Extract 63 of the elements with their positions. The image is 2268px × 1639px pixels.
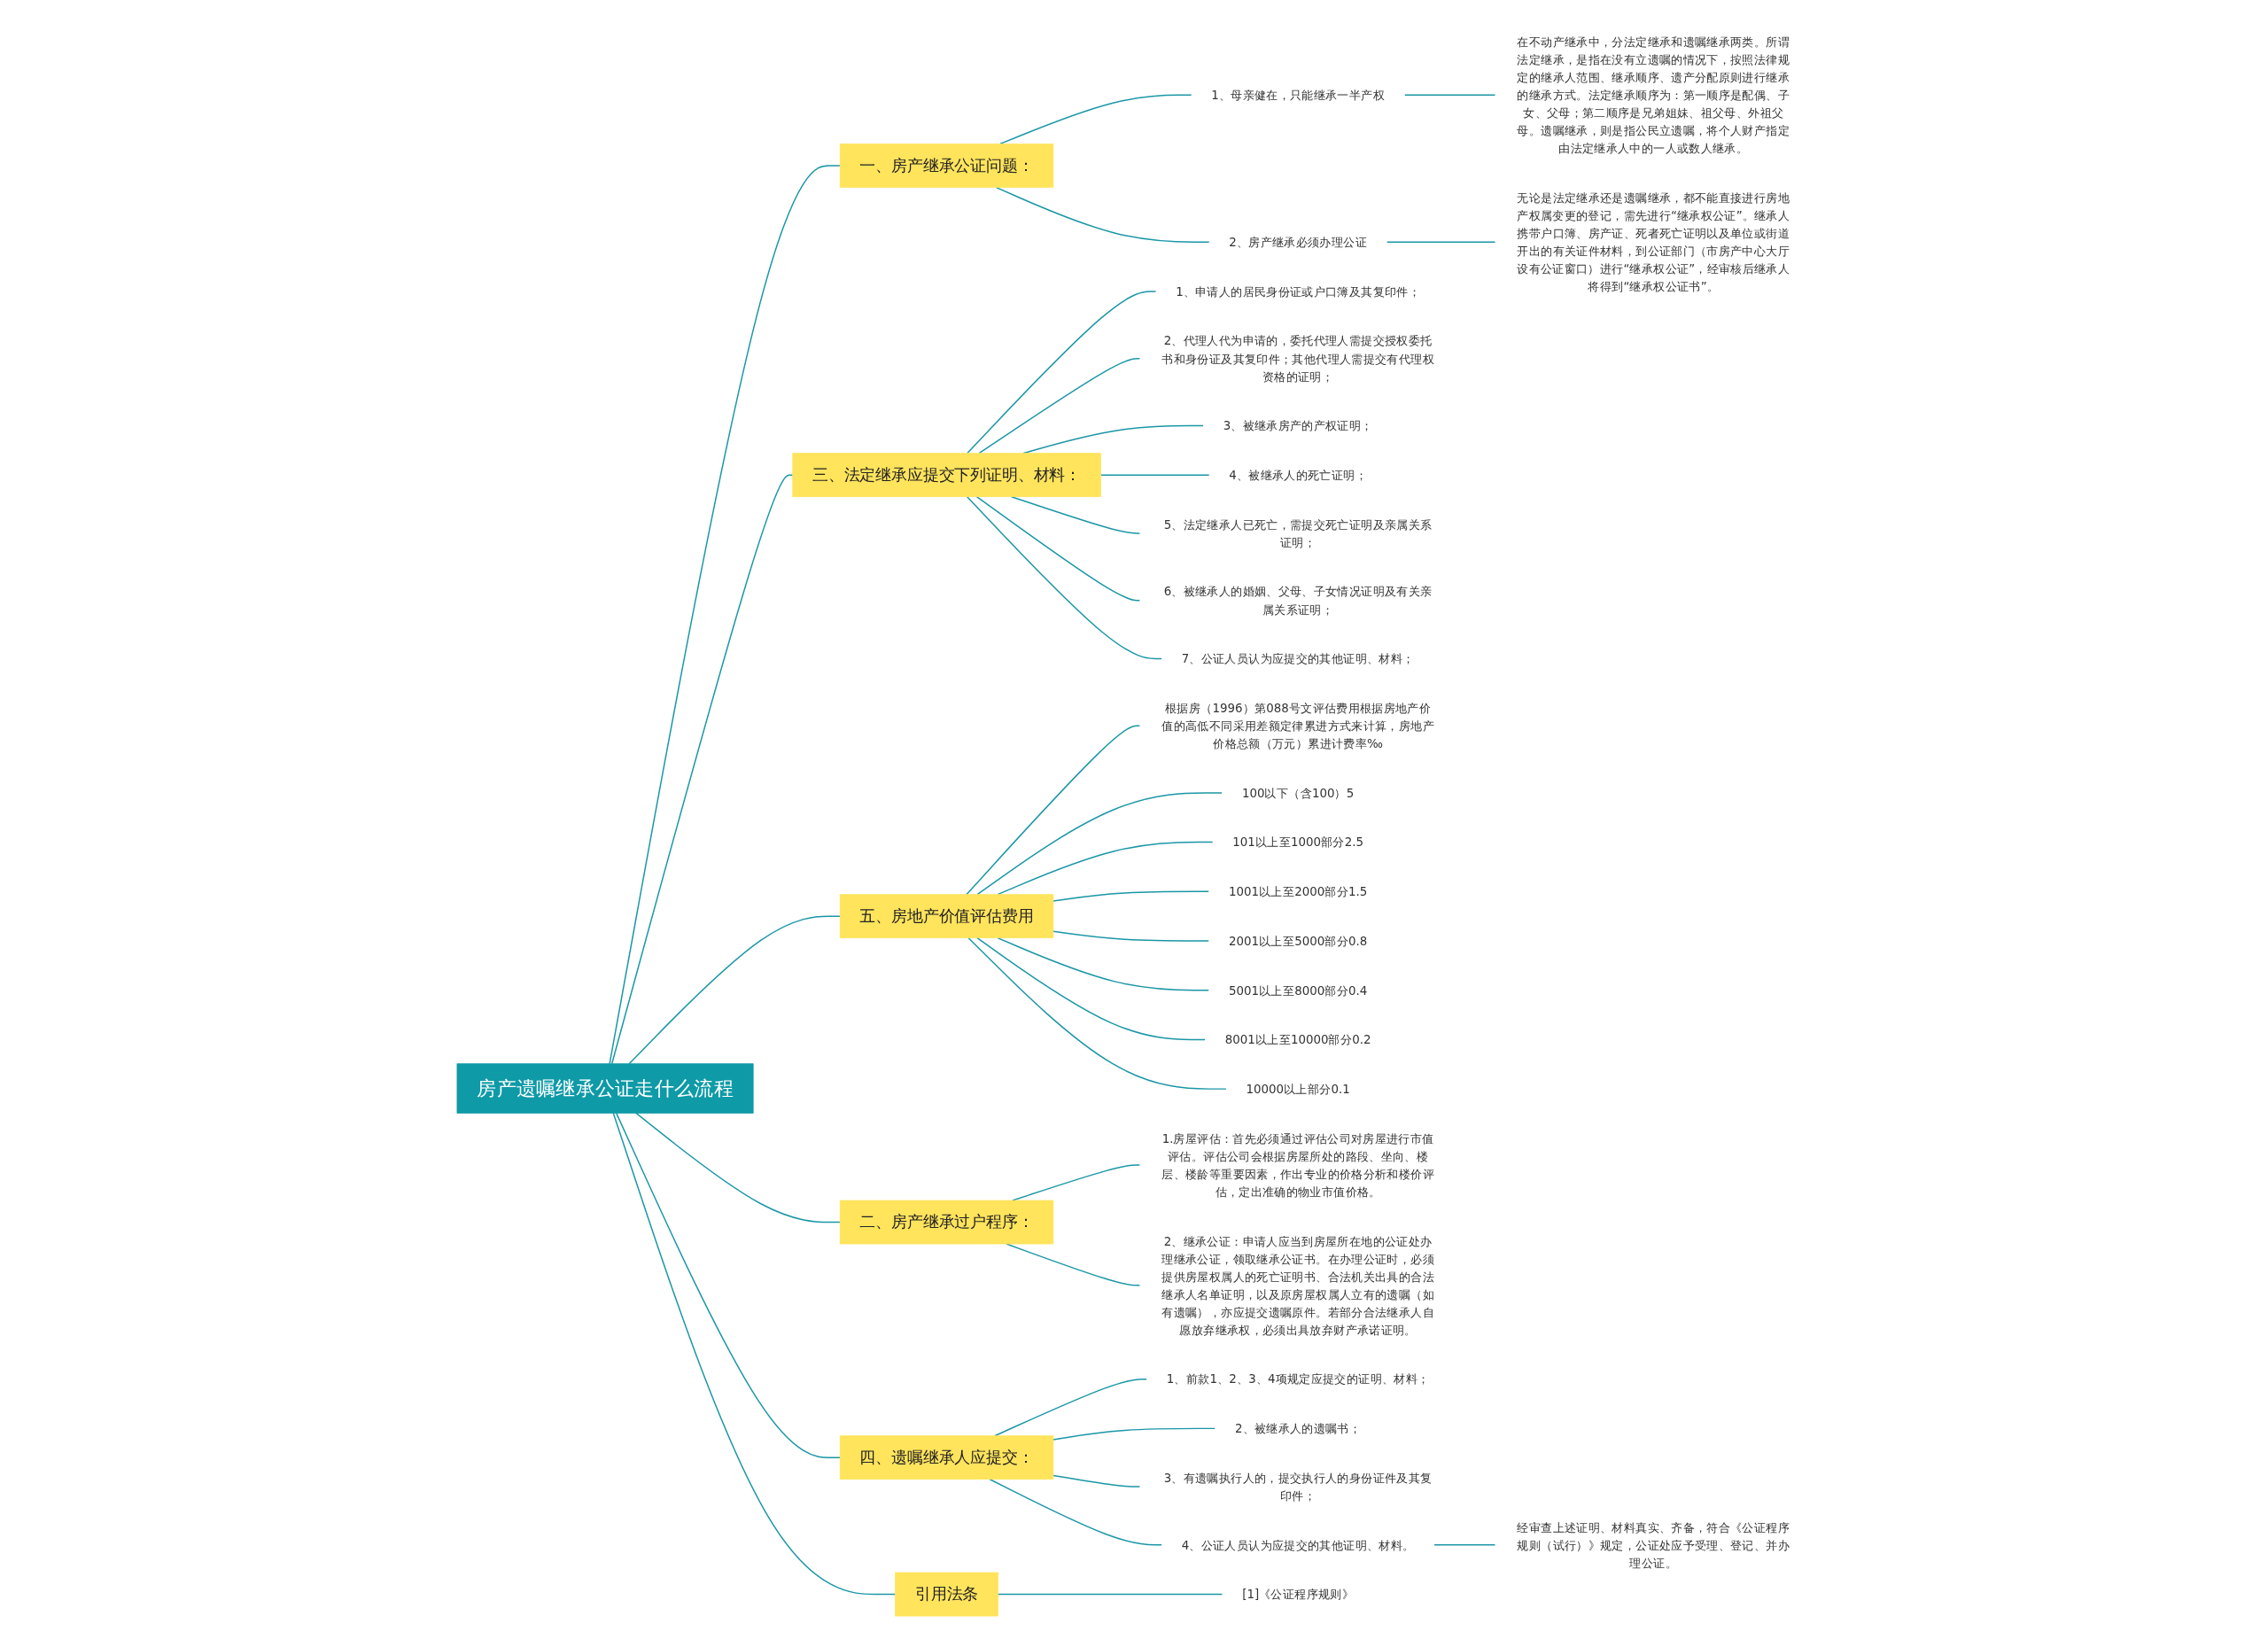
node-box: 五、房地产价值评估费用 [839,894,1053,939]
connector [612,1112,897,1596]
node-text: 101以上至1000部分2.5 [1232,835,1363,850]
node-text: 8001以上至10000部分0.2 [1224,1032,1371,1047]
node-text: 经审查上述证明、材料真实、齐备，符合《公证程序规则（试行）》规定，公证处应予受理、登记、并办理公证。 [1517,1519,1790,1570]
connector [1052,930,1210,942]
node-text: 1、申请人的居民身份证或户口簿及其复印件； [1175,284,1420,299]
node-text: 4、公证人员认为应提交的其他证明、材料。 [1181,1538,1415,1552]
node-text: 1、前款1、2、3、4项规定应提交的证明、材料； [1166,1371,1430,1387]
node-text: 7、公证人员认为应提交的其他证明、材料； [1181,651,1415,666]
connector [1433,1544,1496,1546]
node-text: 3、有遗嘱执行人的，提交执行人的身份证件及其复印件； [1163,1471,1433,1503]
connector [976,936,1207,1041]
connector [995,186,1210,243]
connector [1010,495,1141,534]
node-box: 房产遗嘱继承公证走什么流程 [456,1063,754,1114]
node-text: 3、被继承房产的产权证明； [1223,418,1373,433]
node-text: 6、被继承人的婚姻、父母、子女情况证明及有关亲属关系证明； [1163,584,1433,617]
node-text: 根据房（1996）第088号文评估费用根据房地产价值的高低不同采用差额定律累进方式来计算，房地产价格总额（万元）累进计费率‰ [1161,701,1434,751]
node-text: 10000以上部分0.1 [1246,1082,1350,1096]
node-text: 无论是法定继承还是遗嘱继承，都不能直接进行房地产权属变更的登记，需先进行“继承权公证”。继承人携带户口簿、房产证、死者死亡证明以及单位或街道开出的有关证件材料，到公证部门（市房产中心大厅设有公证窗口）进行“继承权公证”，经审核后继承人将得到“继承权公证书”。 [1517,190,1790,294]
node-box: 一、房产继承公证问题： [839,144,1053,188]
connector [1403,94,1496,96]
node-text: 1、母亲健在，只能继承一半产权 [1211,88,1385,103]
connector [967,936,1227,1090]
connector [966,495,1163,660]
node-text: 1.房屋评估：首先必须通过评估公司对房屋进行市值评估。评估公司会根据房屋所处的路段、坐向、楼层、楼龄等重要因素，作出专业的价格分析和楼价评估，定出准确的物业市值价格。 [1161,1131,1434,1199]
connector [610,474,794,1065]
node-text: 4、被继承人的死亡证明； [1229,468,1367,482]
node-text: 2、继承公证：申请人应当到房屋所在地的公证处办理继承公证，领取继承公证书。在办理公证时，必须提供房屋权属人的死亡证明书、合法机关出具的合法继承人名单证明，以及原房屋权属人立有的遗嘱（如有遗嘱），亦应提交遗嘱原件。若部分合法继承人自愿放弃继承权，必须出具放弃财产承诺证明。 [1161,1233,1434,1337]
connector [978,357,1141,454]
node-box: 引用法条 [895,1572,998,1617]
connector [1052,1474,1141,1488]
node-box: 三、法定继承应提交下列证明、材料： [792,453,1101,498]
connector [609,165,841,1065]
connector [615,1112,841,1458]
connector [1052,890,1210,902]
connector [965,725,1141,896]
connector [628,915,841,1065]
connector [635,1112,841,1223]
node-box: 四、遗嘱继承人应提交： [839,1435,1053,1480]
connector [989,1479,1163,1546]
node-text: 100以下（含100）5 [1241,786,1355,800]
node-text: 2、被继承人的遗嘱书； [1234,1421,1362,1436]
node-text: 在不动产继承中，分法定继承和遗嘱继承两类。所谓法定继承，是指在没有立遗嘱的情况下，按照法律规定的继承人范围、继承顺序、遗产分配原则进行继承的继承方式。法定继承顺序为：第一顺序是配偶、子女、父母；第二顺序是兄弟姐妹、祖父母、外祖父母。遗嘱继承，则是指公民立遗嘱，将个人财产指定由法定继承人中的一人或数人继承。 [1517,35,1790,156]
node-text: 5001以上至8000部分0.4 [1228,983,1367,998]
node-text: [1]《公证程序规则》 [1241,1587,1354,1602]
node-text: 1001以上至2000部分1.5 [1228,884,1367,899]
connector [998,94,1192,145]
node-text: 2001以上至5000部分0.8 [1228,934,1367,948]
connector [1386,241,1496,243]
connector [1052,1427,1216,1441]
node-text: 2、代理人代为申请的，委托代理人需提交授权委托书和身份证及其复印件；其他代理人需提交有代理权资格的证明； [1161,333,1434,384]
connector [975,495,1141,602]
node-text: 5、法定继承人已死亡，需提交死亡证明及亲属关系证明； [1163,517,1433,549]
connector [997,841,1214,896]
connector [997,936,1210,991]
connector [966,291,1157,454]
connector [1099,474,1210,476]
node-text: 2、房产继承必须办理公证 [1229,235,1367,250]
connector [997,1593,1223,1596]
node-box: 二、房产继承过户程序： [839,1200,1053,1245]
connector [976,792,1223,896]
